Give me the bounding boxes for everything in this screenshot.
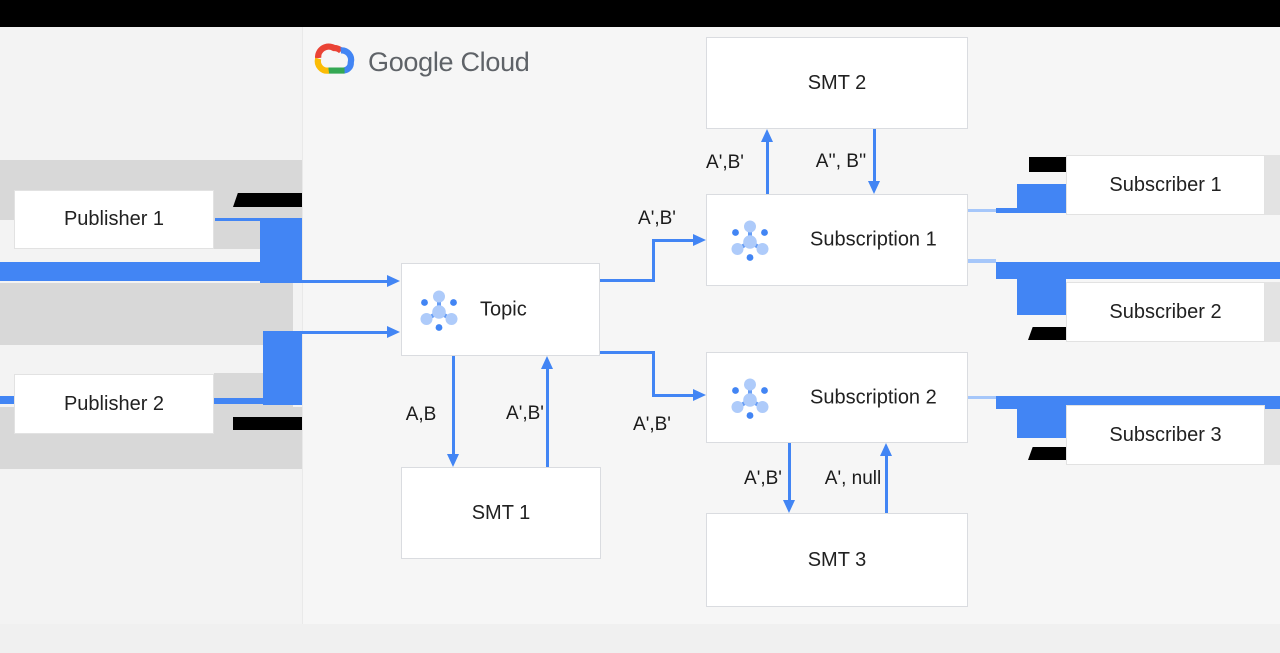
subscription-1-label: Subscription 1	[810, 228, 937, 251]
google-cloud-logo-icon	[314, 43, 355, 74]
edge-label-smt1-to-topic: A',B'	[506, 403, 544, 424]
pubsub-subscription-2-icon	[731, 378, 769, 419]
publisher-2-label: Publisher 2	[63, 392, 165, 415]
pubsub-topic-icon	[420, 290, 458, 331]
node-publisher-1: Publisher 1	[14, 190, 214, 249]
arrow-publisher-2-to-topic-head	[387, 326, 400, 338]
edge-label-topic-to-subscription2: A',B'	[633, 414, 671, 435]
node-smt-1: SMT 1	[401, 467, 601, 559]
edge-label-smt3-to-subscription2: A', null	[824, 468, 882, 489]
node-subscriber-3: Subscriber 3	[1066, 405, 1265, 465]
node-subscriber-1: Subscriber 1	[1066, 155, 1265, 215]
node-publisher-2: Publisher 2	[14, 374, 214, 434]
arrow-topic-to-subscription2-seg1	[600, 351, 655, 354]
artifact-black-shape-4	[1028, 327, 1067, 340]
artifact-lightblue-line-subscriber2	[968, 259, 996, 263]
edge-label-topic-to-subscription1: A',B'	[638, 208, 676, 229]
top-black-bar	[0, 0, 1280, 27]
smt-2-label: SMT 2	[807, 71, 867, 94]
arrow-subscription2-to-smt3-line	[788, 443, 791, 500]
node-subscriber-2: Subscriber 2	[1066, 282, 1265, 342]
artifact-blue-block-subscriber2	[1017, 262, 1066, 315]
artifact-black-shape-3	[1029, 157, 1066, 172]
artifact-gray-strip-2	[1265, 282, 1280, 342]
artifact-black-shape-5	[1028, 447, 1067, 460]
artifact-gray-band-3	[0, 283, 293, 345]
edge-label-subscription1-to-smt2: A',B'	[706, 152, 744, 173]
artifact-blue-block-subscriber1	[1017, 184, 1066, 213]
arrow-topic-to-subscription2-seg2	[652, 351, 655, 397]
arrow-smt3-to-subscription2-line	[885, 456, 888, 513]
arrow-topic-to-subscription2-seg3	[652, 394, 693, 397]
arrow-topic-to-subscription2-head	[693, 389, 706, 401]
smt-3-label: SMT 3	[807, 548, 867, 571]
bottom-band	[0, 624, 1280, 653]
node-smt-2: SMT 2	[706, 37, 968, 129]
google-cloud-logo-text: Google Cloud	[368, 47, 530, 77]
arrow-topic-to-smt1-line	[452, 356, 455, 454]
arrow-subscription1-to-smt2-line	[766, 142, 769, 194]
edge-label-smt2-to-subscription1: A'', B''	[815, 151, 867, 172]
artifact-gray-strip-1	[1265, 155, 1280, 215]
artifact-blue-band-subscriber2	[996, 262, 1280, 279]
arrow-publisher-1-to-topic-line	[302, 280, 388, 283]
edge-label-subscription2-to-smt3: A',B'	[744, 468, 782, 489]
node-subscription-1: Subscription 1	[706, 194, 968, 286]
artifact-gray-strip-3	[1265, 405, 1280, 465]
artifact-blue-band-publisher1	[0, 262, 260, 281]
subscriber-3-label: Subscriber 3	[1109, 423, 1222, 446]
arrow-subscription2-to-smt3-head	[783, 500, 795, 513]
pubsub-subscription-1-icon	[731, 220, 769, 261]
arrow-topic-to-subscription1-head	[693, 234, 706, 246]
arrow-publisher-2-to-topic-line	[302, 331, 388, 334]
artifact-black-shape-1	[233, 193, 302, 207]
subscriber-2-label: Subscriber 2	[1109, 300, 1222, 323]
arrow-topic-to-subscription1-seg1	[600, 279, 655, 282]
artifact-blue-block-1	[260, 218, 302, 283]
node-smt-3: SMT 3	[706, 513, 968, 607]
subscriber-1-label: Subscriber 1	[1109, 173, 1222, 196]
arrow-smt1-to-topic-line	[546, 369, 549, 467]
subscription-2-label: Subscription 2	[810, 386, 937, 408]
artifact-blue-stub-publisher2	[0, 396, 14, 404]
artifact-blue-connector-publisher2	[214, 398, 263, 404]
arrow-smt2-to-subscription1-line	[873, 129, 876, 181]
arrow-smt1-to-topic-head	[541, 356, 553, 369]
arrow-topic-to-subscription1-seg2	[652, 239, 655, 282]
smt-1-label: SMT 1	[471, 501, 531, 524]
edge-label-topic-to-smt1: A,B	[405, 404, 437, 425]
arrow-topic-to-smt1-head	[447, 454, 459, 467]
node-topic: Topic	[401, 263, 600, 356]
artifact-blue-block-2	[263, 331, 302, 405]
artifact-black-shape-2	[233, 417, 302, 430]
arrow-subscription1-to-smt2-head	[761, 129, 773, 142]
publisher-1-label: Publisher 1	[63, 208, 165, 230]
arrow-publisher-1-to-topic-head	[387, 275, 400, 287]
topic-label: Topic	[480, 298, 527, 320]
artifact-blue-line-subscriber1	[996, 208, 1017, 213]
arrow-topic-to-subscription1-seg3	[652, 239, 693, 242]
artifact-blue-connector-publisher1	[215, 218, 260, 221]
node-subscription-2: Subscription 2	[706, 352, 968, 443]
arrow-smt3-to-subscription2-head	[880, 443, 892, 456]
arrow-smt2-to-subscription1-head	[868, 181, 880, 194]
artifact-blue-block-subscriber3	[1017, 396, 1066, 438]
artifact-lightblue-line-subscriber1	[968, 209, 996, 212]
artifact-lightblue-line-subscriber3	[968, 396, 996, 399]
